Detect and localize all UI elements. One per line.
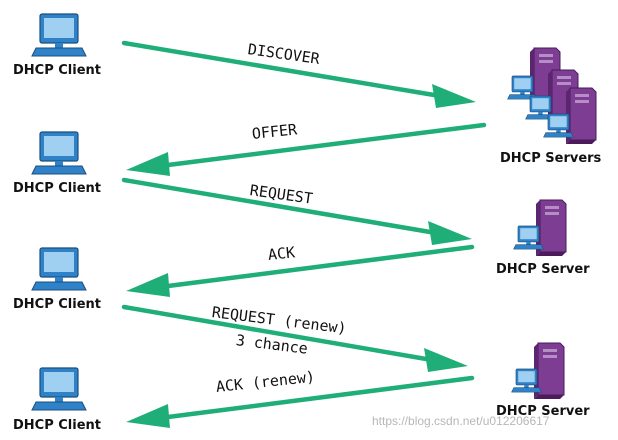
arrow-request-renew [121,304,435,363]
arrow-ack-renew [165,375,475,420]
computer-monitor-icon [31,367,87,411]
arrow-offer [165,122,487,168]
server-tower-icon [513,199,567,257]
arrow-request [121,177,439,236]
arrowhead-offer [126,152,170,176]
arrow-ack [165,244,475,289]
arrowhead-request-renew [424,348,468,372]
server-tower-icon [511,342,565,400]
computer-monitor-icon [31,13,87,57]
client-label: DHCP Client [13,297,102,312]
client-label: DHCP Client [13,418,102,433]
server-label: DHCP Server [496,262,590,277]
watermark: https://blog.csdn.net/u012206617 [372,414,550,428]
arrowhead-request [428,221,472,245]
server-label: DHCP Server [496,404,590,419]
client-label: DHCP Client [13,63,102,78]
server-cluster-icon [507,47,597,145]
arrowhead-ack-renew [126,404,170,428]
client-label: DHCP Client [13,181,102,196]
computer-monitor-icon [31,131,87,175]
arrow-discover [121,40,443,99]
arrowhead-discover [432,84,476,108]
server-label: DHCP Servers [500,151,602,166]
message-ack: ACK [267,243,296,264]
arrowhead-ack [126,273,170,297]
computer-monitor-icon [31,247,87,291]
